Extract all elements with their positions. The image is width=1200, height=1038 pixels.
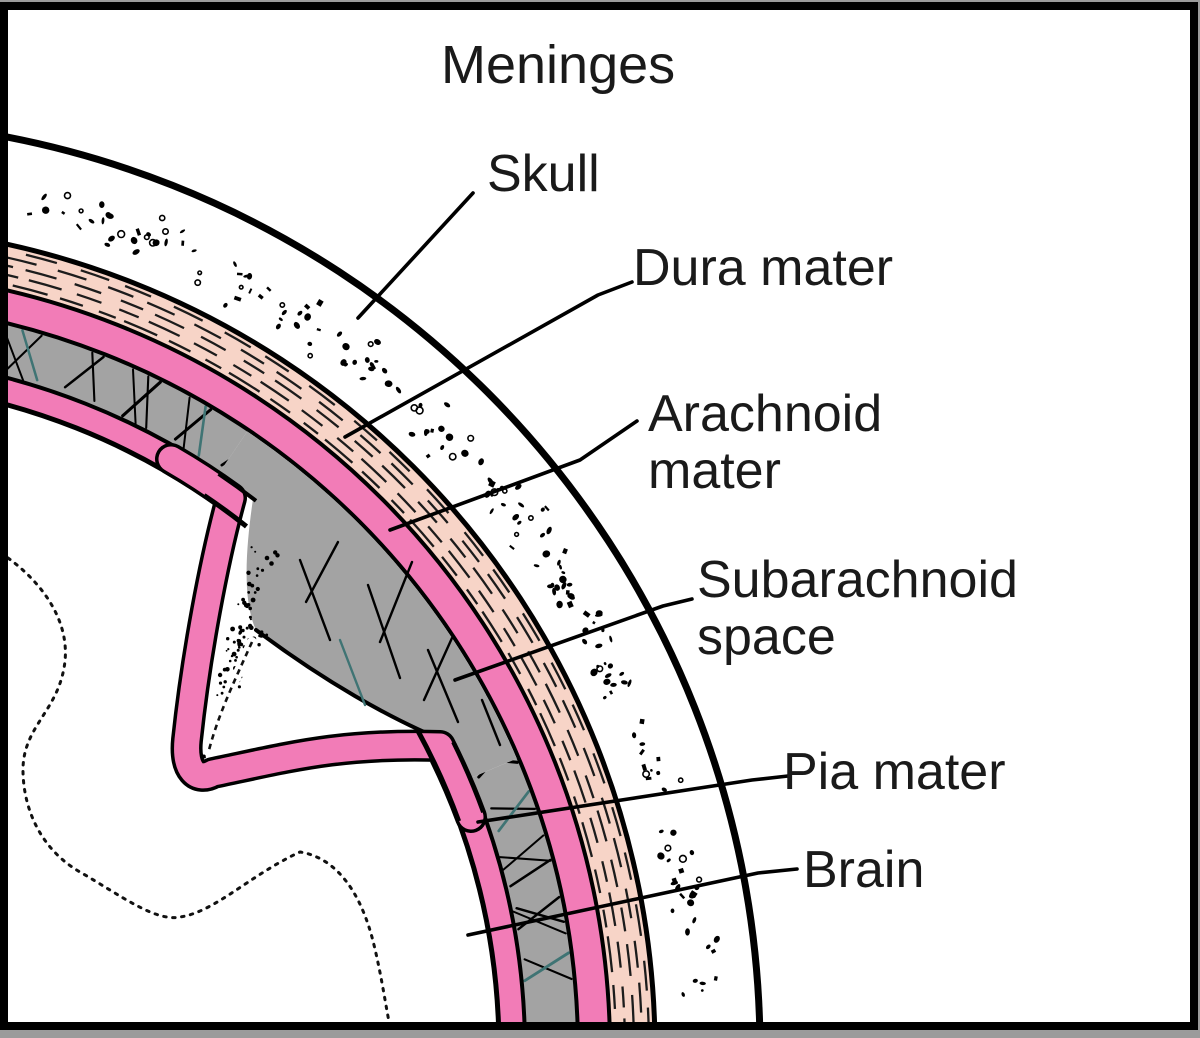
label-brain: Brain	[803, 841, 925, 899]
leader-line-arachnoid	[388, 419, 639, 532]
label-subarachnoid-line2: space	[697, 608, 836, 667]
leader-line-brain	[466, 867, 799, 937]
leader-lines	[343, 191, 799, 937]
diagram-title: Meninges	[441, 35, 676, 95]
leader-line-skull	[356, 191, 475, 320]
label-arachnoid-line1: Arachnoid	[648, 385, 883, 443]
label-arachnoid-mater: Arachnoid mater	[648, 385, 883, 501]
label-subarachnoid-line1: Subarachnoid	[697, 551, 1018, 609]
label-dura-mater: Dura mater	[633, 239, 894, 297]
leader-line-pia	[476, 774, 790, 824]
sulcus-stipple	[195, 546, 280, 766]
label-skull: Skull	[487, 145, 600, 203]
leader-line-dura	[343, 280, 634, 439]
sulcus-fold	[155, 431, 517, 833]
label-subarachnoid-space: Subarachnoid space	[697, 551, 1018, 667]
diagram-artwork	[8, 10, 1190, 1022]
label-arachnoid-line2: mater	[648, 442, 781, 501]
brain-gyrus-dotted-contour	[8, 556, 391, 1022]
leader-line-subarachnoid	[453, 597, 694, 682]
label-pia-mater: Pia mater	[783, 743, 1006, 801]
